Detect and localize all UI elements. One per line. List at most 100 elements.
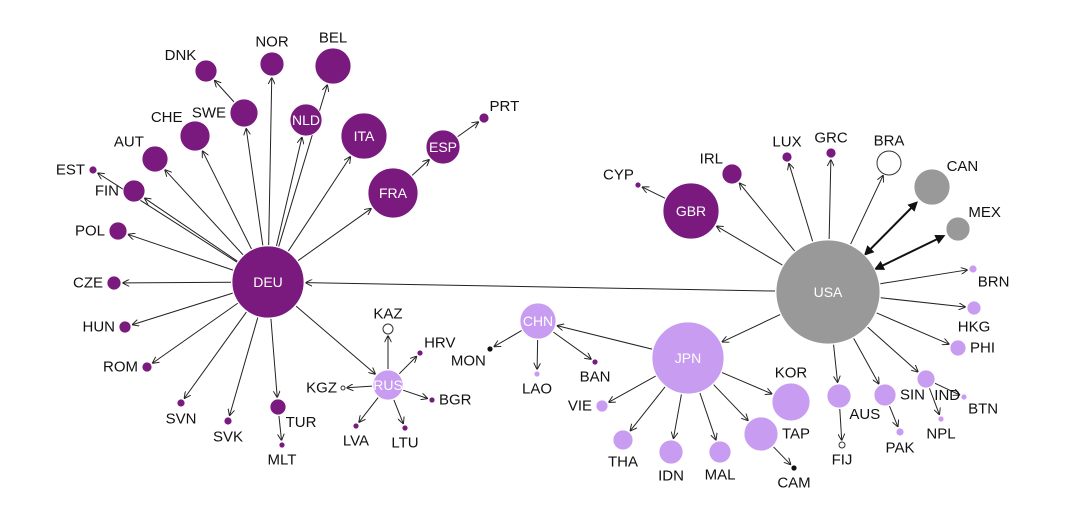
label-esp: ESP xyxy=(429,139,457,155)
node-aut xyxy=(141,145,169,173)
label-vie: VIE xyxy=(568,398,592,415)
edge-usa-sin xyxy=(853,338,879,383)
label-brn: BRN xyxy=(978,273,1010,290)
edge-jpn-tha xyxy=(630,386,666,431)
node-dnk xyxy=(194,59,218,83)
label-svn: SVN xyxy=(166,411,197,428)
label-rus: RUS xyxy=(373,377,403,393)
edge-deu-hun xyxy=(133,292,233,324)
node-tha xyxy=(612,429,634,451)
node-lux xyxy=(781,151,793,163)
edge-rus-lva xyxy=(359,397,379,422)
edge-usa-mex xyxy=(873,234,946,270)
label-jpn: JPN xyxy=(675,350,701,366)
node-aus xyxy=(826,383,852,409)
edge-deu-rus xyxy=(295,305,375,374)
node-chn xyxy=(519,302,557,340)
label-lao: LAO xyxy=(522,381,552,398)
label-tur: TUR xyxy=(286,414,317,431)
node-cam xyxy=(790,464,798,472)
node-lao xyxy=(533,370,541,378)
node-npl xyxy=(937,415,945,423)
edge-rus-bgr xyxy=(402,389,427,398)
edge-ind-btn xyxy=(934,382,959,395)
node-hkg xyxy=(966,300,982,316)
label-ltu: LTU xyxy=(391,435,418,452)
node-tur xyxy=(269,398,287,416)
node-pak xyxy=(895,427,905,437)
label-hkg: HKG xyxy=(958,319,991,336)
label-cyp: CYP xyxy=(603,166,634,183)
label-bgr: BGR xyxy=(439,392,472,409)
edge-swe-dnk xyxy=(215,81,235,103)
label-kaz: KAZ xyxy=(373,306,402,323)
node-brn xyxy=(968,264,978,274)
label-dnk: DNK xyxy=(165,47,197,64)
edge-sin-pak xyxy=(889,405,898,426)
edge-deu-cze xyxy=(123,282,232,283)
edge-fra-esp xyxy=(411,160,429,176)
node-ban xyxy=(591,358,599,366)
node-hrv xyxy=(416,349,424,357)
edge-deu-fra xyxy=(297,209,371,261)
label-irl: IRL xyxy=(700,151,723,168)
label-idn: IDN xyxy=(658,468,684,485)
edge-usa-grc xyxy=(829,160,831,240)
edge-chn-ban xyxy=(553,331,591,359)
edge-jpn-tap xyxy=(713,384,748,421)
node-ita xyxy=(340,112,388,160)
node-bra xyxy=(876,150,902,176)
label-kgz: KGZ xyxy=(306,380,337,397)
edge-ind-npl xyxy=(929,388,940,414)
label-swe: SWE xyxy=(192,105,226,122)
edge-usa-phi xyxy=(876,312,949,344)
label-cze: CZE xyxy=(73,275,103,292)
label-bel: BEL xyxy=(319,30,347,47)
edge-tap-cam xyxy=(773,446,791,464)
edge-esp-prt xyxy=(457,122,479,138)
label-bra: BRA xyxy=(874,133,905,150)
edge-usa-hkg xyxy=(880,297,965,307)
label-aus: AUS xyxy=(849,406,880,423)
node-mon xyxy=(486,345,494,353)
node-idn xyxy=(658,439,684,465)
edge-deu-est xyxy=(98,173,238,263)
node-rom xyxy=(141,361,153,373)
edge-deu-nor xyxy=(269,78,272,246)
node-fij xyxy=(838,441,846,449)
edge-usa-gbr xyxy=(717,226,783,266)
edge-rus-kgz xyxy=(347,386,373,388)
label-lva: LVA xyxy=(343,433,369,450)
node-cze xyxy=(106,275,122,291)
edge-deu-tur xyxy=(270,318,277,397)
label-mlt: MLT xyxy=(268,452,297,469)
label-hrv: HRV xyxy=(424,334,455,351)
node-svk xyxy=(223,416,233,426)
label-phi: PHI xyxy=(970,340,995,357)
edge-gbr-cyp xyxy=(642,187,666,199)
node-bel xyxy=(314,47,352,85)
node-kgz xyxy=(340,385,346,391)
edge-rus-hrv xyxy=(398,357,416,375)
edge-deu-fin xyxy=(145,198,238,262)
edge-usa-deu xyxy=(306,283,776,292)
label-hun: HUN xyxy=(83,319,116,336)
edge-usa-aus xyxy=(833,344,838,382)
edge-usa-lux xyxy=(789,164,814,242)
edge-jpn-vie xyxy=(609,375,656,402)
label-svk: SVK xyxy=(213,429,243,446)
label-deu: DEU xyxy=(253,274,283,290)
label-chn: CHN xyxy=(523,313,553,329)
edge-chn-lao xyxy=(537,339,538,369)
edge-jpn-chn xyxy=(557,326,653,350)
node-nld xyxy=(289,103,323,137)
edge-deu-svk xyxy=(230,317,259,416)
edge-rus-ltu xyxy=(393,399,403,423)
node-mlt xyxy=(278,441,286,449)
node-can xyxy=(913,168,951,206)
node-ind xyxy=(916,369,936,389)
edge-usa-bra xyxy=(850,176,883,245)
node-tap xyxy=(743,416,779,452)
node-fin xyxy=(122,179,146,203)
